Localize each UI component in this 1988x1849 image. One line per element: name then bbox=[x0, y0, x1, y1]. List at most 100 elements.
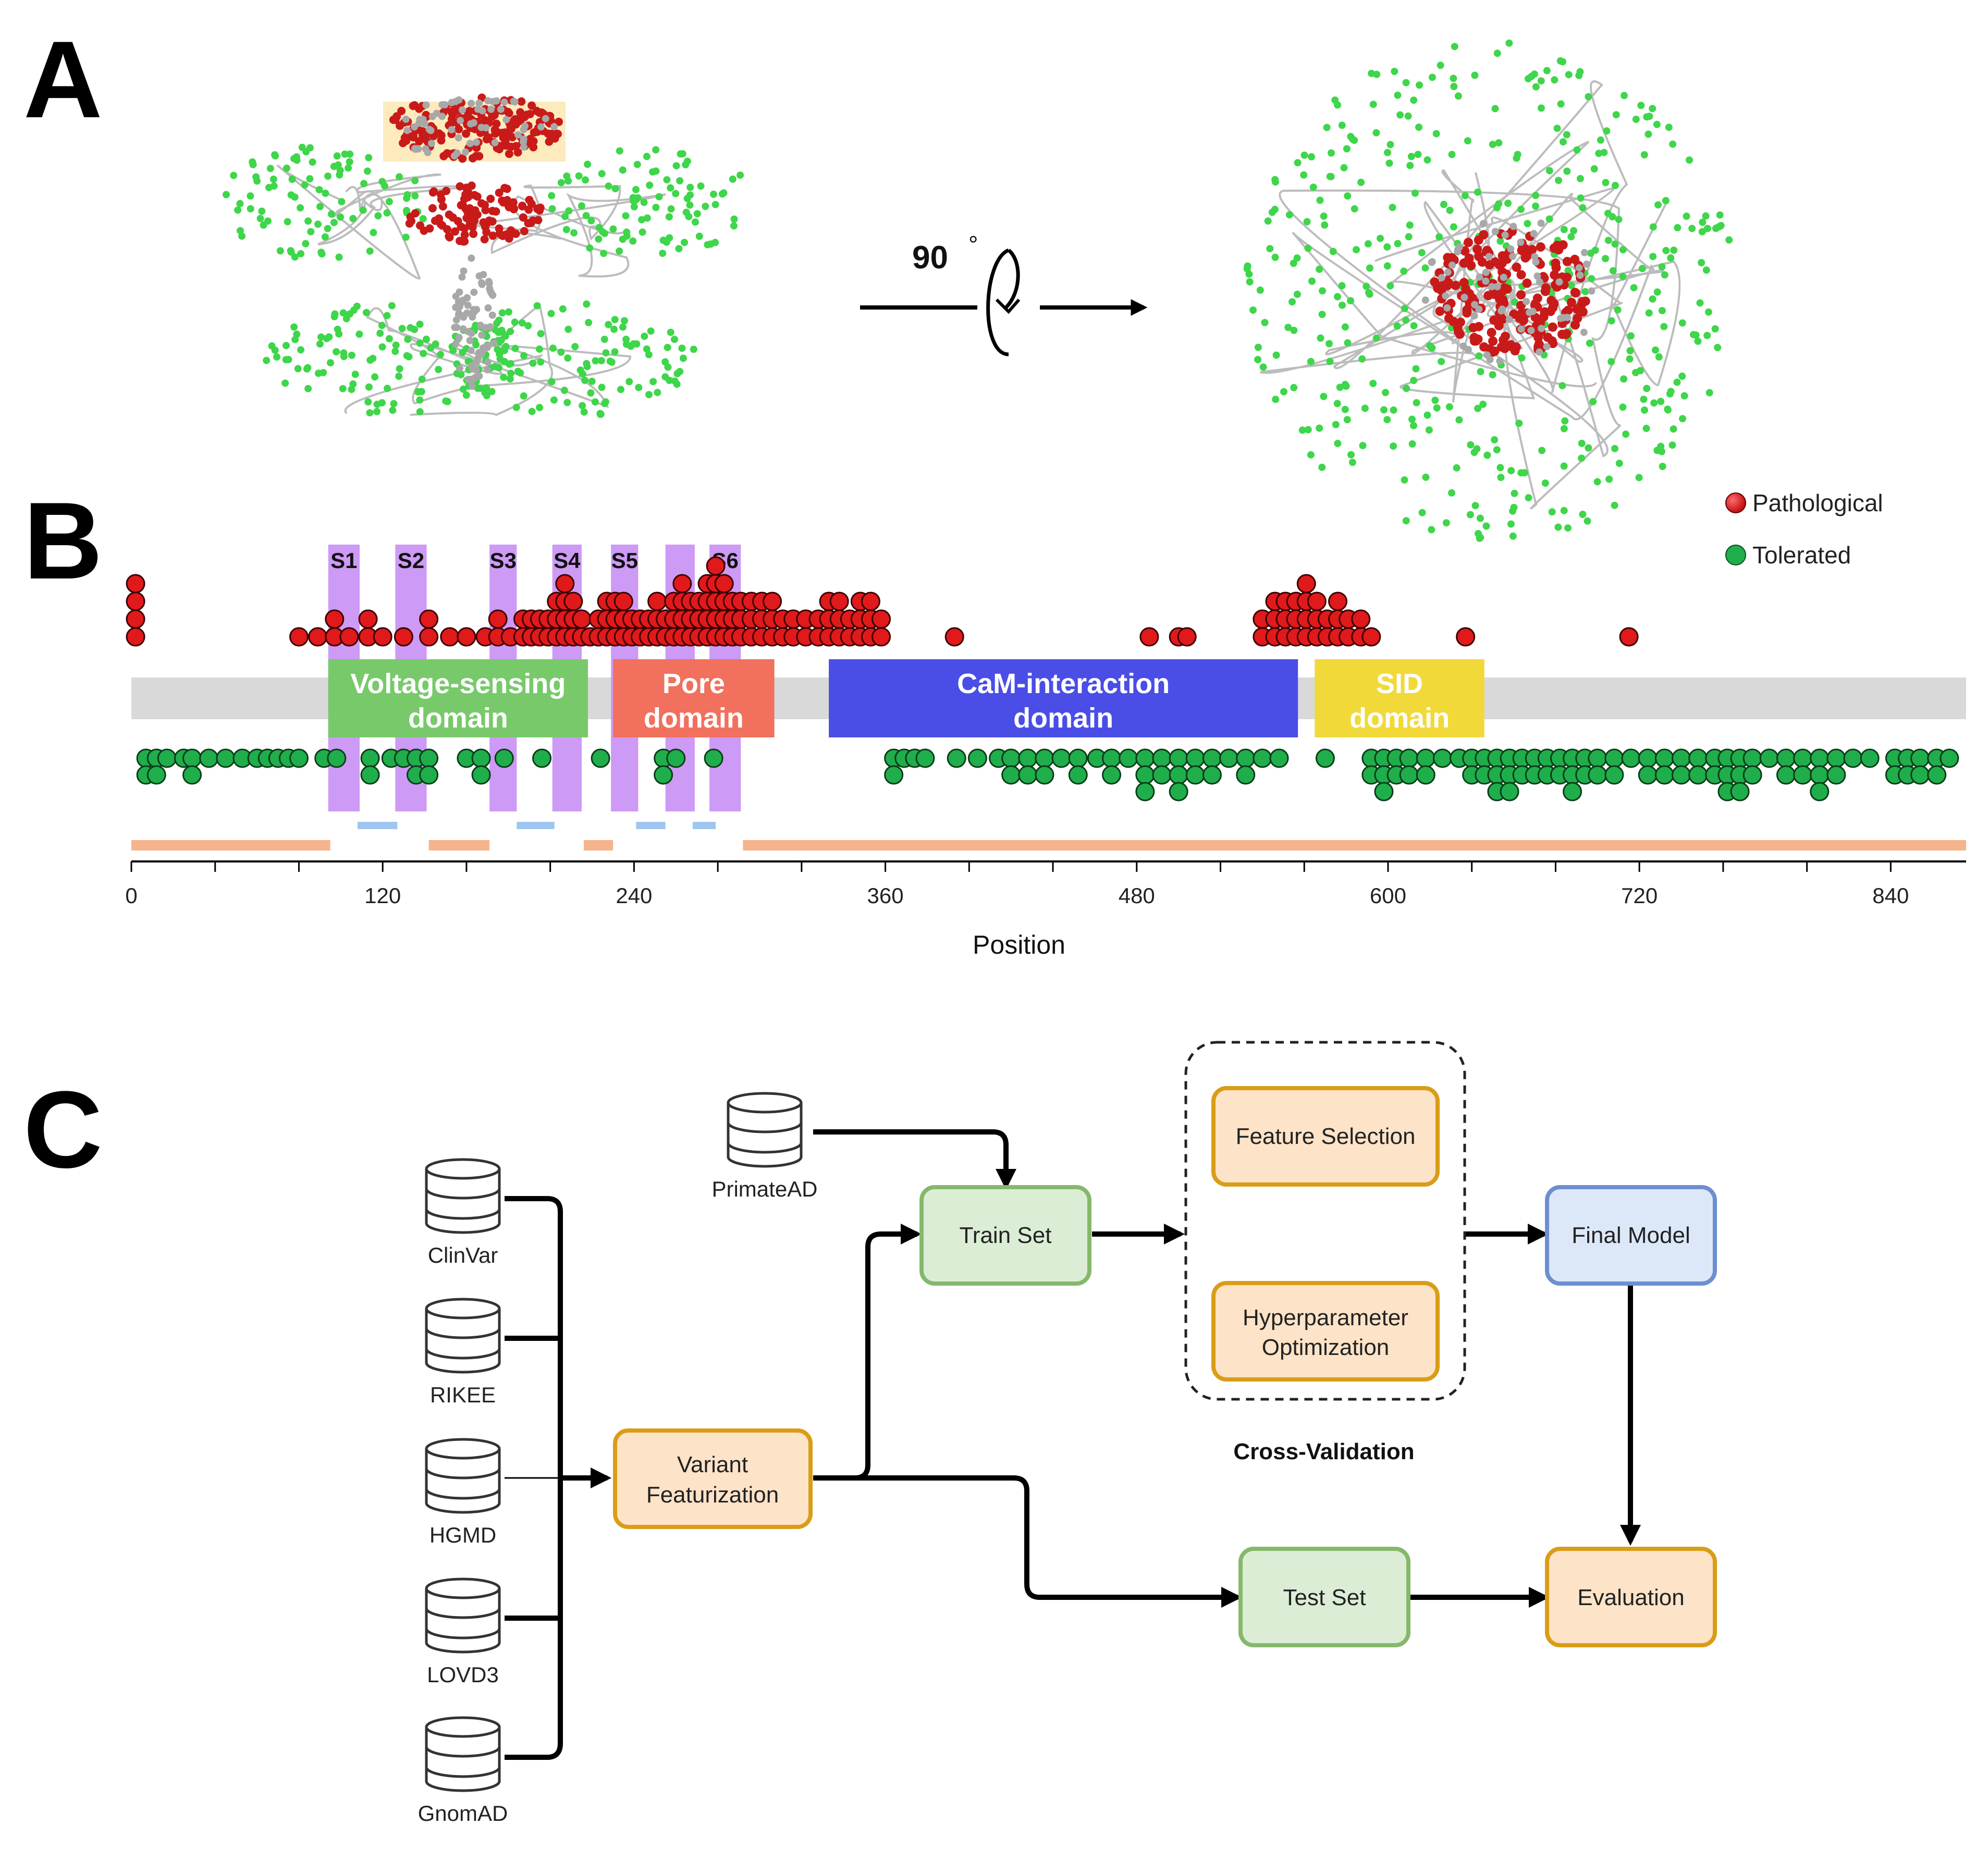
tolerated-atom bbox=[585, 319, 593, 326]
tolerated-atom bbox=[1467, 441, 1475, 449]
tolerated-point bbox=[1102, 748, 1122, 768]
tolerated-atom bbox=[623, 228, 631, 236]
annotation-bars bbox=[131, 822, 1966, 850]
tolerated-atom bbox=[1653, 447, 1661, 454]
pathological-atom bbox=[498, 196, 507, 205]
tolerated-atom bbox=[316, 203, 324, 211]
final-model-label: Final Model bbox=[1572, 1223, 1690, 1248]
tolerated-atom bbox=[533, 302, 541, 310]
neutral-atom bbox=[488, 311, 496, 319]
tolerated-point bbox=[471, 748, 491, 768]
neutral-atom bbox=[448, 98, 456, 106]
tolerated-atom bbox=[1471, 502, 1479, 510]
tolerated-atom bbox=[596, 410, 604, 417]
tolerated-atom bbox=[472, 341, 480, 349]
tolerated-atom bbox=[1645, 130, 1652, 138]
tolerated-atom bbox=[495, 364, 502, 372]
domain-box-2 bbox=[829, 659, 1298, 737]
tolerated-atom bbox=[659, 250, 667, 257]
variant-featurization-rect bbox=[613, 1428, 813, 1529]
pathological-atom bbox=[488, 217, 497, 226]
tolerated-atom bbox=[1666, 390, 1674, 398]
tolerated-atom bbox=[338, 198, 346, 205]
tolerated-point bbox=[1910, 765, 1930, 785]
tolerated-atom bbox=[1353, 246, 1360, 254]
neutral-atom bbox=[1507, 245, 1515, 253]
clinvar-db-top bbox=[425, 1158, 501, 1180]
pathological-atom bbox=[490, 110, 499, 119]
tolerated-atom bbox=[378, 343, 386, 351]
pathological-atom bbox=[460, 224, 469, 233]
hyperparameter-rect bbox=[1211, 1281, 1440, 1382]
tolerated-atom bbox=[1369, 101, 1377, 108]
pathological-point bbox=[419, 627, 439, 647]
tolerated-atom bbox=[302, 148, 310, 156]
hgmd-db-ring bbox=[425, 1468, 501, 1480]
tolerated-atom bbox=[667, 205, 675, 213]
tolerated-atom bbox=[697, 182, 705, 190]
legend-tolerated-marker bbox=[1725, 545, 1746, 565]
tolerated-point bbox=[1810, 765, 1830, 785]
tolerated-atom bbox=[1668, 441, 1676, 449]
tolerated-atom bbox=[339, 385, 347, 392]
tolerated-atom bbox=[1642, 425, 1650, 433]
tolerated-atom bbox=[1561, 417, 1569, 425]
helix-bar bbox=[357, 822, 398, 829]
pathological-atom bbox=[1562, 256, 1572, 266]
tolerated-atom bbox=[1451, 43, 1458, 51]
tolerated-atom bbox=[1703, 331, 1711, 339]
hgmd-db-top bbox=[425, 1438, 501, 1460]
tolerated-atom bbox=[1308, 277, 1316, 285]
pathological-atom bbox=[462, 214, 471, 223]
pathological-atom bbox=[1530, 300, 1540, 310]
neutral-atom bbox=[484, 358, 492, 366]
tolerated-atom bbox=[1317, 334, 1324, 342]
neutral-atom bbox=[452, 303, 460, 311]
tolerated-atom bbox=[1244, 262, 1251, 270]
tolerated-atom bbox=[374, 212, 382, 220]
x-axis-title: Position bbox=[973, 930, 1065, 959]
pathological-atom bbox=[1512, 262, 1521, 272]
tolerated-atom bbox=[1372, 334, 1380, 342]
tolerated-atom bbox=[1428, 526, 1435, 534]
pathological-point bbox=[1177, 627, 1197, 647]
tolerated-atom bbox=[605, 182, 612, 190]
tolerated-atom bbox=[675, 245, 683, 253]
tolerated-point bbox=[1638, 748, 1658, 768]
tolerated-atom bbox=[293, 153, 300, 161]
tolerated-point bbox=[1672, 748, 1691, 768]
tolerated-atom bbox=[355, 330, 363, 338]
pathological-atom bbox=[495, 188, 504, 197]
tolerated-atom bbox=[1626, 347, 1634, 354]
tolerated-atom bbox=[1640, 151, 1648, 158]
pathological-atom bbox=[519, 213, 527, 222]
tolerated-point bbox=[1001, 765, 1021, 785]
tolerated-atom bbox=[1509, 532, 1517, 540]
tolerated-atom bbox=[564, 354, 572, 362]
tolerated-point bbox=[1119, 748, 1138, 768]
tolerated-atom bbox=[1416, 81, 1423, 89]
tolerated-atom bbox=[362, 309, 370, 316]
tolerated-atom bbox=[1567, 233, 1575, 241]
neutral-atom bbox=[493, 97, 500, 105]
neutral-atom bbox=[451, 324, 459, 331]
tolerated-atom bbox=[1344, 339, 1352, 347]
tolerated-atom bbox=[597, 357, 605, 365]
tolerated-atom bbox=[598, 384, 606, 391]
tolerated-atom bbox=[223, 191, 230, 199]
tolerated-atom bbox=[511, 318, 519, 326]
tolerated-atom bbox=[253, 177, 261, 185]
cross-validation-frame bbox=[1184, 1041, 1466, 1401]
tolerated-atom bbox=[1607, 358, 1615, 365]
tolerated-atom bbox=[1489, 371, 1496, 378]
rotation-curl-back-icon bbox=[1004, 249, 1020, 309]
pathological-atom bbox=[505, 203, 513, 212]
tolerated-atom bbox=[617, 386, 624, 393]
tolerated-point bbox=[1826, 748, 1846, 768]
tolerated-atom bbox=[676, 177, 684, 184]
tolerated-atom bbox=[1442, 519, 1450, 527]
helix-bar bbox=[692, 822, 716, 829]
tolerated-atom bbox=[330, 218, 338, 226]
tolerated-point bbox=[1169, 748, 1188, 768]
